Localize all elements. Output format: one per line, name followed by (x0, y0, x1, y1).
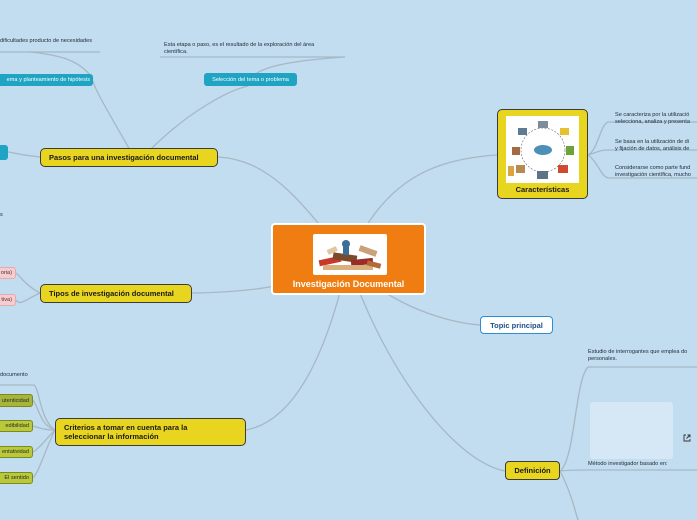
tipos-small-text: s (0, 212, 3, 218)
pasos-note-line-1: Esta etapa o paso, es el resultado de la… (164, 42, 315, 48)
central-books-image (313, 234, 387, 275)
caracteristicas-note-2a: Se basa en la utilización de di (615, 139, 690, 145)
caracteristicas-note-2b: y fijación de datos, análisis de (615, 146, 690, 152)
books-icon (318, 240, 382, 270)
tipos-tag-2[interactable]: tiva) (0, 294, 16, 306)
network-diagram-icon (508, 121, 574, 179)
pasos-left-tag[interactable]: ema y planteamiento de hipótesis (0, 74, 93, 86)
caracteristicas-note-3a: Considerarse como parte fund (615, 165, 691, 171)
definicion-note-1b: personales. (588, 356, 617, 362)
pasos-left-edge-box[interactable] (0, 145, 8, 160)
central-title: Investigación Documental (292, 279, 405, 289)
caracteristicas-note-1b: selecciona, analiza y presenta (615, 119, 690, 125)
definicion-image-placeholder (590, 402, 673, 459)
caracteristicas-image (506, 116, 579, 183)
pasos-top-text: dificultades producto de necesidades (0, 38, 93, 44)
central-topic[interactable]: Investigación Documental (271, 223, 426, 295)
criterios-tag-el-sentido[interactable]: El sentido (0, 472, 33, 484)
criterios-title-line-1: Criterios a tomar en cuenta para la (64, 423, 188, 432)
caracteristicas-note-3b: investigación científica, mucho (615, 172, 691, 178)
caracteristicas-note-1a: Se caracteriza por la utilizació (615, 112, 690, 118)
criterios-tag-autenticidad[interactable]: utenticidad (0, 394, 33, 407)
definicion-note-1a: Estudio de interrogantes que emplea do (588, 349, 688, 355)
tipos-tag-1[interactable]: oria) (0, 267, 16, 279)
pasos-right-tag[interactable]: Selección del tema o problema (204, 73, 297, 86)
pasos-node[interactable]: Pasos para una investigación documental (40, 148, 218, 167)
criterios-tag-credibilidad[interactable]: edibilidad (0, 420, 33, 432)
definicion-node[interactable]: Definición (505, 461, 560, 480)
external-link-icon[interactable] (683, 429, 691, 442)
criterios-tag-representatividad[interactable]: entatividad (0, 446, 33, 458)
pasos-note-line-2: científica. (164, 49, 188, 55)
caracteristicas-title: Características (515, 185, 570, 194)
definicion-note-2: Método investigador basado en: (588, 461, 668, 467)
caracteristicas-node[interactable]: Características (497, 109, 588, 199)
criterios-top-text: documento (0, 372, 28, 378)
criterios-node[interactable]: Criterios a tomar en cuenta para la sele… (55, 418, 246, 446)
tipos-node[interactable]: Tipos de investigación documental (40, 284, 192, 303)
criterios-title-line-2: seleccionar la información (64, 432, 159, 441)
topic-principal-node[interactable]: Topic principal (480, 316, 553, 334)
